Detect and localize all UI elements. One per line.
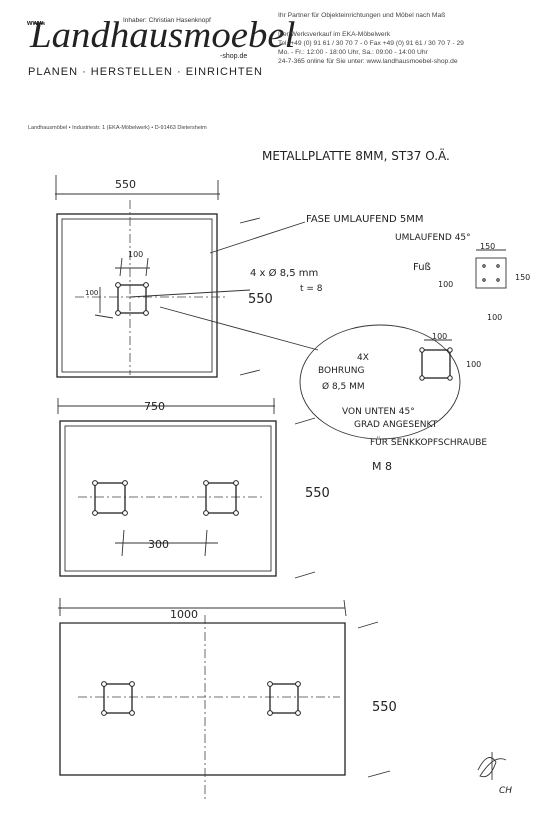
owner-line: Inhaber: Christian Hasenknopf: [123, 17, 211, 24]
p2-width-dim: 750: [144, 400, 165, 413]
logo-www: www.: [27, 20, 46, 27]
signature: CH: [477, 752, 512, 796]
p1-hole-w-dim: 100: [128, 250, 143, 259]
p2-height-dim: 550: [305, 486, 330, 501]
bubble-line: GRAD ANGESENKT: [354, 420, 438, 430]
chamfer-note: FASE UMLAUFEND 5MM: [306, 214, 423, 225]
p3-height-dim: 550: [372, 700, 397, 715]
bubble-h-dim: 100: [466, 360, 481, 369]
partner-line: Ihr Partner für Objekteinrichtungen und …: [278, 12, 446, 19]
contact-line: Tel. +49 (0) 91 61 / 30 70 7 - 0 Fax +49…: [278, 40, 464, 47]
p1-height-dim: 550: [248, 292, 273, 307]
chamfer-angle-note: UMLAUFEND 45°: [395, 233, 471, 243]
contact-line: 24-7-365 online für Sie unter: www.landh…: [278, 58, 458, 65]
sender-line: Landhausmöbel • Industriestr. 1 (EKA-Möb…: [28, 125, 207, 131]
bubble-line: FÜR SENKKOPFSCHRAUBE: [370, 437, 487, 448]
p2-spacing-dim: 300: [148, 538, 169, 551]
p1-hole-h-dim: 100: [85, 289, 98, 297]
material-title: METALLPLATTE 8MM, ST37 O.Ä.: [262, 148, 450, 163]
plate-2: 750 300 550: [57, 398, 330, 579]
logo-shop-suffix: -shop.de: [220, 53, 248, 60]
brand-logo: Landhausmoebel: [30, 15, 296, 56]
plate-1-chamfer: [61, 218, 213, 373]
foot-width-dim: 150: [480, 242, 495, 251]
foot-height-dim: 150: [515, 273, 530, 282]
p1-width-dim: 550: [115, 178, 136, 191]
bubble-line: 4X: [357, 353, 369, 363]
plate-1: 550 100 100 4 x Ø 8,5 mm t = 8 550 FASE …: [55, 175, 471, 378]
bubble-line: Ø 8,5 MM: [322, 381, 365, 392]
p1-hole-pattern: [117, 284, 147, 314]
bubble-w-dim: 100: [432, 332, 447, 341]
contact-line: Mo. - Fr.: 12:00 - 18:00 Uhr, Sa.: 09:00…: [278, 49, 428, 56]
bubble-line: M 8: [372, 460, 392, 473]
plate-3: 1000 550: [58, 598, 397, 800]
foot-label: Fuß: [413, 262, 431, 273]
thickness-note: t = 8: [300, 284, 323, 294]
bore-detail-bubble: 100 100 4X BOHRUNG Ø 8,5 MM VON UNTEN 45…: [159, 306, 487, 473]
contact-line: Der Werksverkauf im EKA-Möbelwerk: [278, 31, 391, 38]
foot-detail: 150 Fuß 150 100 100: [413, 242, 530, 322]
bubble-line: VON UNTEN 45°: [342, 407, 415, 417]
p3-width-dim: 1000: [170, 608, 198, 621]
bubble-line: BOHRUNG: [318, 366, 364, 376]
plate-1-outer: [56, 213, 218, 378]
signature-initials: CH: [499, 786, 512, 796]
tagline: PLANEN · HERSTELLEN · EINRICHTEN: [28, 66, 263, 78]
holes-note: 4 x Ø 8,5 mm: [250, 267, 318, 279]
foot-left-dim: 100: [438, 280, 453, 289]
foot-bottom-dim: 100: [487, 313, 502, 322]
